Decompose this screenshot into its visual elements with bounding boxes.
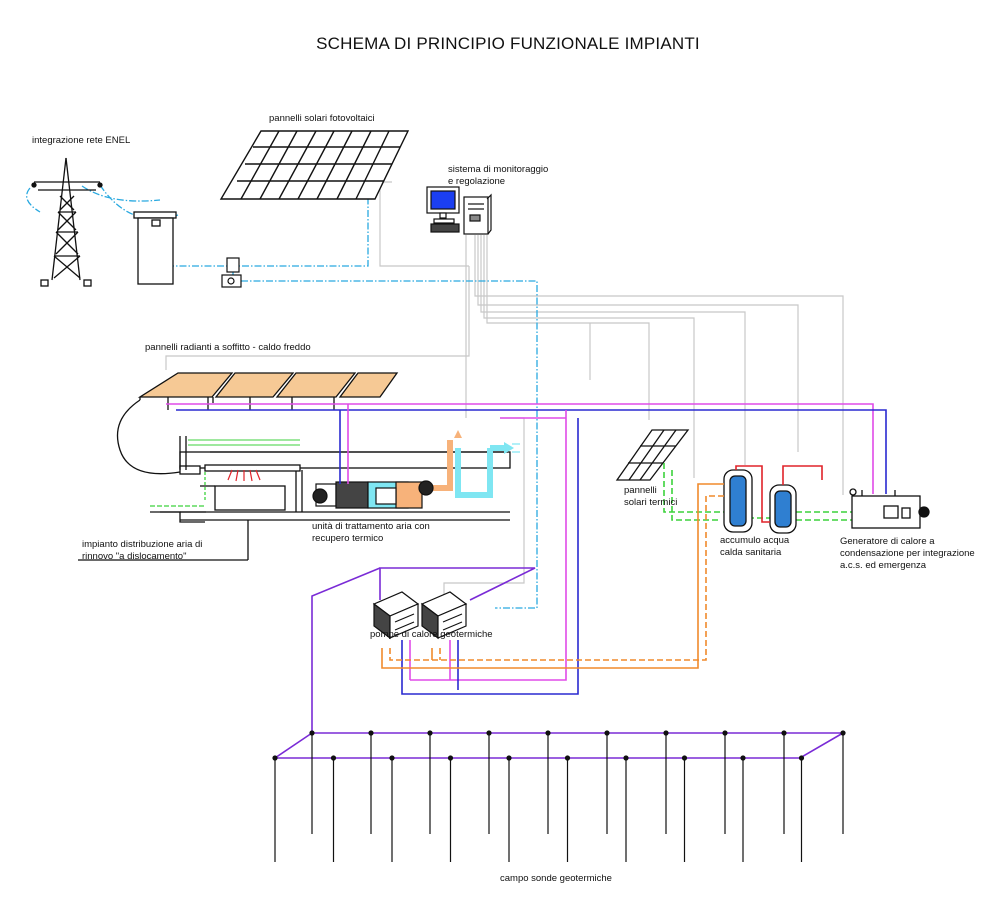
probe-head [545,730,551,736]
label-monitoraggio-2: e regolazione [448,176,505,187]
label-pannelli-radianti: pannelli radianti a soffitto - caldo fre… [145,342,311,353]
diagram-title: SCHEMA DI PRINCIPIO FUNZIONALE IMPIANTI [316,34,700,53]
hot-water-lines [735,465,823,523]
boiler-icon [849,488,930,529]
probe-head [663,730,669,736]
probe-head [427,730,433,736]
probe-head [722,730,728,736]
labels: integrazione rete ENEL pannelli solari f… [32,113,975,884]
solar-thermal-circuit [663,463,852,521]
inverter-icon [221,257,242,288]
label-solari-termici-2: solari termici [624,497,677,508]
distribution-lines [166,403,887,695]
probe-head [447,755,454,761]
label-rete-enel: integrazione rete ENEL [32,135,130,146]
probe-head [564,755,571,761]
probe-head [604,730,610,736]
label-pannelli-fv: pannelli solari fotovoltaici [269,113,375,124]
label-uta-2: recupero termico [312,533,383,544]
probe-head [623,755,629,761]
probe-head [389,755,395,761]
pv-array-icon [219,130,410,200]
probe-head [368,730,374,736]
label-uta-1: unità di trattamento aria con [312,521,430,532]
label-accumulo-2: calda sanitaria [720,547,782,558]
radiant-panels [116,372,399,475]
heat-pump-icon [372,591,468,640]
storage-tank-icon [723,469,797,534]
label-monitoraggio-1: sistema di monitoraggio [448,164,548,175]
air-handler-icon [312,430,520,509]
probe-head [272,755,278,761]
monitoring-lines [165,181,844,600]
geothermal-loop [272,567,846,759]
probe-head [330,755,337,761]
label-distribuzione-2: rinnovo "a dislocamento" [82,551,186,562]
label-pompe-calore: pompe di calore geotermiche [370,629,493,640]
building-section [78,436,511,561]
solar-thermal-icon [615,429,690,481]
label-generatore-2: condensazione per integrazione [840,548,975,559]
orange-circuit [381,483,724,669]
probe-head [486,730,492,736]
probe-head [681,755,688,761]
label-campo-sonde: campo sonde geotermiche [500,873,612,884]
probe-head [798,755,805,761]
label-generatore-1: Generatore di calore a [840,536,935,547]
probe-head [740,755,746,761]
label-distribuzione-1: impianto distribuzione aria di [82,539,202,550]
computer-icon [426,186,492,235]
meter-cabinet-icon [133,211,177,285]
label-generatore-3: a.c.s. ed emergenza [840,560,927,571]
label-solari-termici-1: pannelli [624,485,657,496]
geothermal-probe-icon [272,730,846,862]
probe-head [781,730,787,736]
probe-head [309,730,315,736]
probe-head [840,730,846,736]
probe-head [506,755,512,761]
pylon-icon [31,157,103,287]
label-accumulo-1: accumulo acqua [720,535,790,546]
